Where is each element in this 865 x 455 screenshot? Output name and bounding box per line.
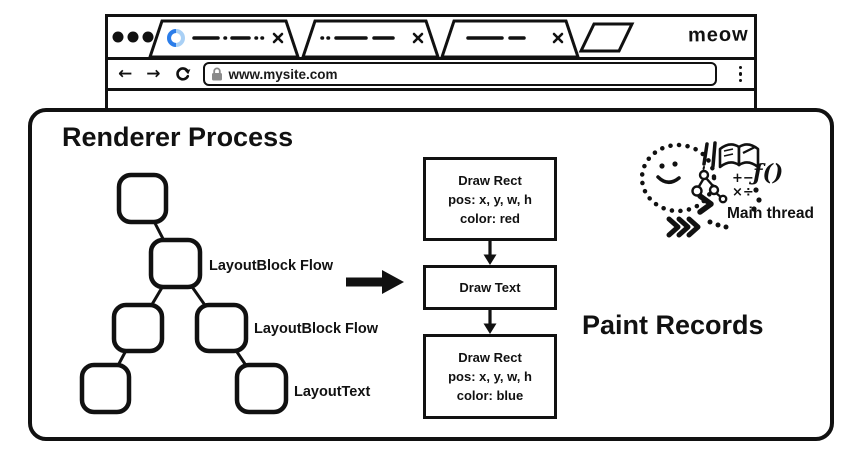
paint-record-line: Draw Rect: [458, 172, 522, 188]
main-thread-label: Main thread: [727, 205, 814, 222]
tree-node-label: LayoutBlock Flow: [254, 321, 379, 337]
back-button[interactable]: ←: [118, 63, 133, 84]
down-arrow-icon: [483, 310, 497, 334]
paint-record-line: pos: x, y, w, h: [448, 369, 532, 384]
paint-record-line: color: red: [460, 210, 520, 226]
url-text[interactable]: www.mysite.com: [228, 66, 338, 82]
paint-records-heading: Paint Records: [582, 310, 764, 340]
chevron-arrow-icon: [697, 193, 714, 215]
tree-node: [79, 362, 132, 415]
new-tab-button[interactable]: [578, 22, 635, 53]
tree-node: [148, 237, 203, 290]
forward-button[interactable]: →: [146, 63, 161, 84]
window-controls[interactable]: [112, 31, 154, 43]
dot-trail-icon: [707, 219, 729, 230]
book-icon: [718, 143, 760, 169]
flow-arrow-icon: [346, 270, 404, 294]
loading-spinner-icon: [167, 29, 185, 47]
paint-record-box: Draw Rect pos: x, y, w, h color: red: [423, 157, 557, 241]
graph-icon: [691, 169, 728, 204]
close-icon[interactable]: [412, 32, 424, 44]
tree-node: [194, 302, 249, 354]
brand-text: meow: [688, 23, 750, 47]
close-icon[interactable]: [272, 32, 284, 44]
svg-text:×÷: ×÷: [732, 185, 754, 200]
tree-node: [116, 172, 169, 225]
dotted-loop-icon: [639, 142, 717, 214]
tab-3[interactable]: [440, 19, 580, 57]
paint-record-line: Draw Text: [459, 280, 521, 295]
tree-node-label: LayoutBlock Flow: [209, 258, 334, 274]
lock-icon: [211, 67, 222, 81]
main-thread-doodle: +− ×÷ ƒ(): [639, 141, 783, 238]
nav-bar: ← → www.mysite.com: [108, 60, 754, 91]
paint-record-box: Draw Rect pos: x, y, w, h color: blue: [423, 334, 557, 419]
reload-button[interactable]: [175, 66, 191, 82]
function-icon: ƒ(): [748, 160, 783, 186]
svg-text:+−: +−: [732, 171, 754, 186]
url-bar[interactable]: www.mysite.com: [202, 62, 717, 86]
tab-1[interactable]: [148, 19, 300, 57]
triple-chevron-icon: [666, 216, 701, 238]
math-symbols-icon: +− ×÷: [732, 171, 754, 200]
browser-window: meow ← → www.mysite.com: [105, 14, 757, 122]
reload-icon: [175, 67, 190, 81]
tree-node: [234, 362, 289, 415]
window-dot-icon[interactable]: [127, 31, 139, 43]
tab-strip: meow: [108, 17, 754, 60]
dot-trail-icon: [751, 187, 762, 212]
layout-tree: [79, 172, 289, 415]
menu-dots-icon[interactable]: [738, 65, 742, 83]
pencils-icon: [702, 141, 717, 170]
paint-record-line: Draw Rect: [458, 350, 522, 365]
paint-record-box: Draw Text: [423, 265, 557, 310]
tab-2[interactable]: [301, 19, 440, 57]
tab-strip-art: [112, 19, 635, 57]
tree-node: [111, 302, 165, 354]
window-dot-icon[interactable]: [112, 31, 124, 43]
tree-edges: [104, 197, 263, 389]
close-icon[interactable]: [552, 32, 564, 44]
down-arrow-icon: [483, 241, 497, 265]
paint-record-line: pos: x, y, w, h: [448, 191, 532, 207]
renderer-process-panel: Renderer Process LayoutBlock Flow Layout…: [28, 108, 834, 441]
paint-record-line: color: blue: [456, 388, 524, 403]
tree-node-label: LayoutText: [294, 384, 371, 400]
smiley-face-icon: [656, 161, 681, 184]
window-dot-icon[interactable]: [142, 31, 154, 43]
panel-title: Renderer Process: [62, 122, 294, 152]
